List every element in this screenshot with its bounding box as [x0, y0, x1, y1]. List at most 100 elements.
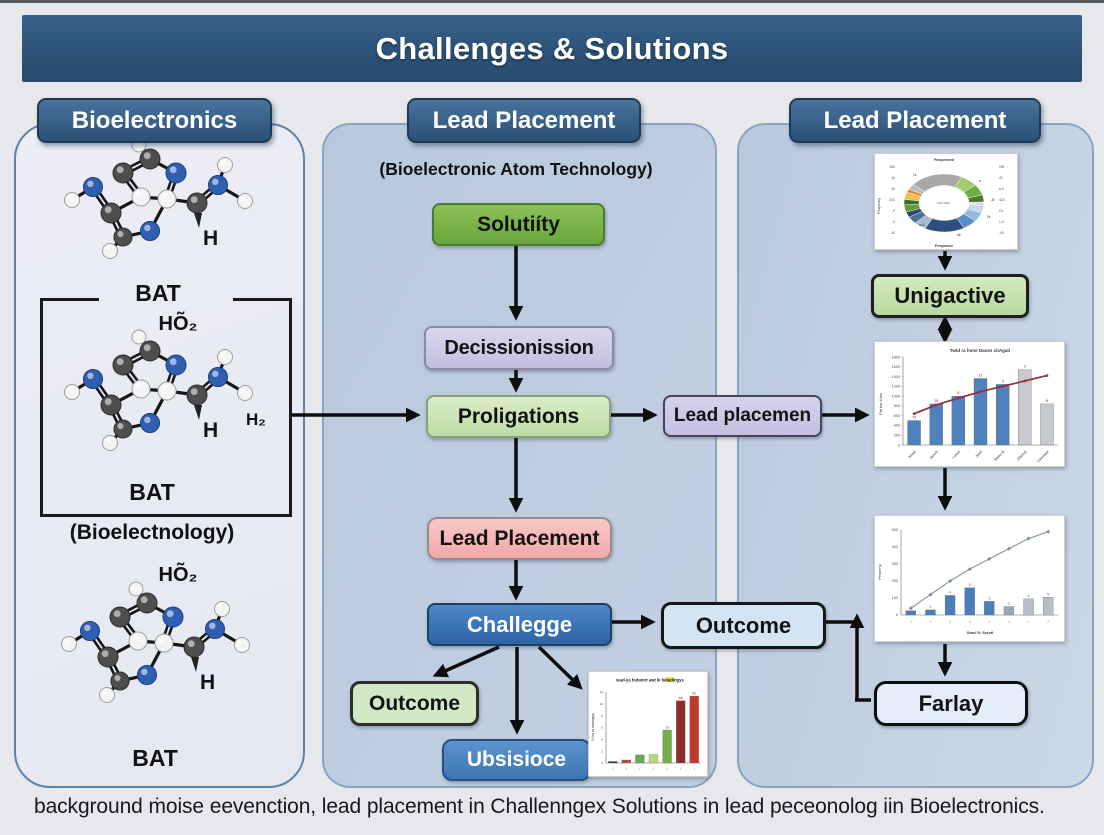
svg-text:5: 5: [1047, 592, 1049, 596]
svg-text:a: a: [979, 179, 981, 183]
molecule-illustration-top: H: [53, 137, 281, 289]
svg-text:4: 4: [949, 591, 951, 595]
svg-text:1: 1: [929, 605, 931, 609]
svg-text:/: /: [1047, 619, 1050, 624]
header-lead-placement-right: Lead Placement: [789, 98, 1041, 143]
svg-text:Smcl % Sctvtl: Smcl % Sctvtl: [967, 630, 993, 635]
svg-text:1600: 1600: [892, 365, 900, 369]
svg-text:8: 8: [1046, 399, 1048, 403]
svg-text:bb: bb: [692, 691, 696, 695]
svg-text:Lumel: Lumel: [951, 450, 961, 460]
svg-text:5: 5: [969, 583, 971, 587]
svg-text:400: 400: [892, 545, 898, 549]
svg-text:-40: -40: [999, 231, 1004, 235]
bracket-box: [40, 298, 292, 517]
flow-node-farlay: Farlay: [874, 681, 1028, 726]
svg-text:8: 8: [957, 391, 959, 395]
svg-text:Frequence: Frequence: [935, 244, 953, 248]
svg-text:d6: d6: [957, 233, 961, 237]
svg-text:800: 800: [894, 404, 900, 408]
formula-label-ho2-1: HÕ₂: [158, 313, 198, 335]
svg-text:2: 2: [601, 749, 603, 753]
svg-text:0: 0: [893, 209, 895, 213]
formula-label-ho2-2: HÕ₂: [158, 564, 198, 586]
svg-text:73: 73: [912, 416, 916, 420]
title-banner: Challenges & Solutions: [22, 15, 1082, 82]
svg-text:/: /: [625, 767, 628, 771]
svg-text:0: 0: [898, 443, 900, 447]
molecule-label-bat-1: BAT: [135, 280, 181, 306]
svg-text:-0: -0: [892, 220, 895, 224]
svg-text:0: 0: [601, 761, 603, 765]
svg-text:/: /: [666, 767, 669, 771]
molecule-label-bat-2: BAT: [129, 479, 175, 505]
svg-text:2C0: 2C0: [889, 198, 895, 202]
svg-text:H: H: [203, 227, 218, 250]
svg-text:/: /: [909, 619, 912, 624]
svg-text:Cawdatel: Cawdatel: [1036, 450, 1050, 464]
svg-text:200: 200: [894, 434, 900, 438]
svg-text:/: /: [679, 767, 682, 771]
svg-text:4C0: 4C0: [999, 198, 1005, 202]
svg-text:100: 100: [892, 596, 898, 600]
svg-text:8: 8: [601, 714, 603, 718]
svg-text:500: 500: [892, 528, 898, 532]
svg-text:300: 300: [892, 562, 898, 566]
svg-text:ba: ba: [679, 696, 683, 700]
flow-node-decission: Decissionission: [424, 326, 614, 370]
header-bioelectronics: Bioelectronics: [37, 98, 272, 143]
flow-node-proligations: Proligations: [426, 395, 611, 438]
molecule-illustration-middle: H: [53, 329, 281, 481]
svg-text:Jyiatl: Jyiatl: [975, 450, 984, 459]
svg-text:Jamel: Jamel: [907, 450, 917, 460]
svg-text:Jdanivd: Jdanivd: [1016, 450, 1028, 462]
svg-text:a-d: a-d: [919, 223, 924, 227]
svg-text:1-0: 1-0: [999, 220, 1004, 224]
flow-node-unigactive: Unigactive: [871, 274, 1029, 318]
molecule-illustration-bottom: H: [50, 581, 278, 733]
svg-text:H: H: [200, 671, 215, 694]
svg-text:H: H: [203, 419, 218, 442]
svg-text:/: /: [968, 619, 971, 624]
svg-text:100: 100: [890, 165, 896, 169]
flow-node-lead-placement: Lead Placement: [427, 517, 612, 560]
svg-text:6-0: 6-0: [999, 187, 1004, 191]
svg-text:1200: 1200: [892, 385, 900, 389]
svg-text:3: 3: [1002, 379, 1004, 383]
svg-text:600: 600: [894, 414, 900, 418]
svg-text:3: 3: [988, 597, 990, 601]
svg-text:4: 4: [1028, 594, 1030, 598]
svg-text:4: 4: [601, 737, 603, 741]
svg-text:Twtd ra hnne Danes chAgati: Twtd ra hnne Danes chAgati: [950, 348, 1010, 353]
flow-node-lead-placemen: Lead placemen: [663, 395, 822, 437]
svg-text:/: /: [929, 619, 932, 624]
molecule-label-bat-3: BAT: [132, 745, 178, 771]
svg-text:/: /: [1027, 619, 1030, 624]
svg-text:-10: -10: [890, 231, 895, 235]
svg-text:Pid bw d tes: Pid bw d tes: [878, 393, 883, 415]
svg-text:/: /: [611, 767, 614, 771]
svg-text:Batan B: Batan B: [993, 449, 1005, 461]
pareto-chart: Peica+ng50040030020010002/1/4/5/3/2/4/5/…: [874, 515, 1065, 642]
header-lead-placement-middle: Lead Placement: [407, 98, 641, 143]
svg-text:/: /: [1007, 619, 1010, 624]
svg-text:1a: 1a: [665, 725, 669, 729]
svg-text:/: /: [949, 619, 952, 624]
svg-text:/: /: [652, 767, 655, 771]
svg-text:19: 19: [934, 399, 938, 403]
svg-text:2k: 2k: [987, 215, 991, 219]
svg-text:1400: 1400: [892, 375, 900, 379]
svg-text:J8: J8: [991, 198, 995, 202]
svg-text:10: 10: [600, 702, 604, 706]
svg-text:Peica+ng: Peica+ng: [878, 564, 882, 579]
bottom-caption: background ṁoise eevenction, lead placem…: [34, 795, 1045, 818]
svg-text:6: 6: [601, 726, 603, 730]
svg-text:11: 11: [979, 374, 983, 378]
flow-node-outcome-right: Outcome: [661, 602, 826, 649]
svg-text:40: 40: [891, 187, 895, 191]
middle-subtitle: (Bioelectronic Atom Technology): [379, 159, 653, 179]
svg-text:Jameb: Jameb: [928, 450, 938, 460]
